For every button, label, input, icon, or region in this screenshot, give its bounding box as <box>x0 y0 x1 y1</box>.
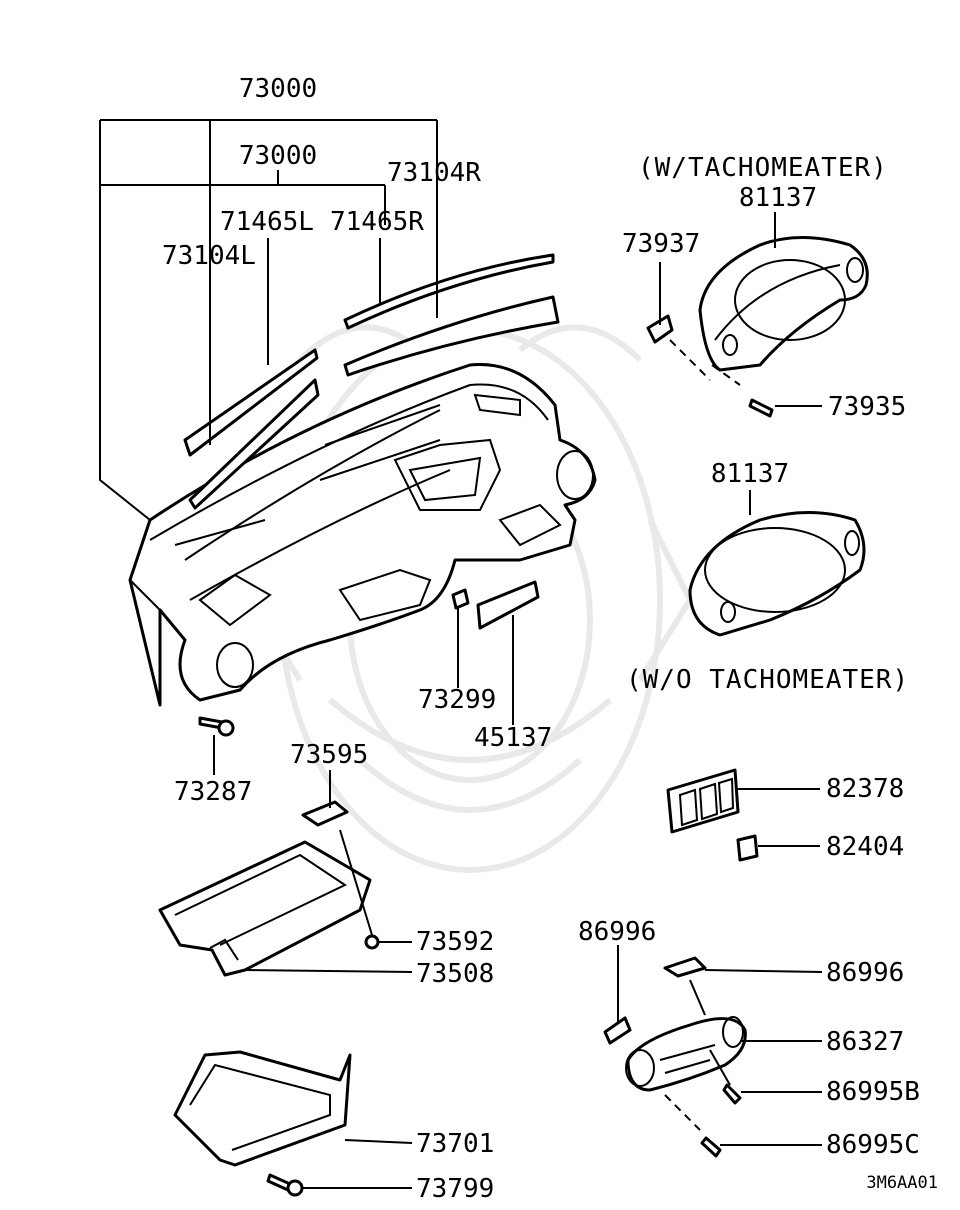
label-73104R: 73104R <box>387 158 481 188</box>
label-86995B: 86995B <box>826 1077 920 1107</box>
label-73935: 73935 <box>828 392 906 422</box>
part-labels: 73000 73000 73104R 71465L 71465R 73104L … <box>162 74 938 1204</box>
label-73592: 73592 <box>416 927 494 957</box>
note-without-tach: (W/O TACHOMEATER) <box>626 665 909 695</box>
label-81137-mid: 81137 <box>711 459 789 489</box>
clip-73937 <box>646 314 674 344</box>
screw-86995C <box>700 1136 722 1158</box>
label-81137-top: 81137 <box>739 183 817 213</box>
label-86327: 86327 <box>826 1027 904 1057</box>
clip-86996-left <box>603 1016 632 1045</box>
label-73595: 73595 <box>290 740 368 770</box>
meter-hood-81137-with-tach <box>698 236 869 372</box>
label-82404: 82404 <box>826 832 904 862</box>
note-with-tach: (W/TACHOMEATER) <box>638 153 888 183</box>
label-45137: 45137 <box>474 723 552 753</box>
label-73299: 73299 <box>418 685 496 715</box>
label-73937: 73937 <box>622 229 700 259</box>
label-73799: 73799 <box>416 1174 494 1204</box>
label-86995C: 86995C <box>826 1130 920 1160</box>
label-73508: 73508 <box>416 959 494 989</box>
label-86996-right: 86996 <box>826 958 904 988</box>
label-73701: 73701 <box>416 1129 494 1159</box>
screw-73799 <box>266 1173 304 1197</box>
label-73104L: 73104L <box>162 241 256 271</box>
label-73000-inner: 73000 <box>239 141 317 171</box>
bracket-45137 <box>476 580 540 630</box>
diagram-code: 3M6AA01 <box>866 1173 938 1193</box>
clip-73299 <box>451 588 470 610</box>
clip-86996-right <box>663 956 707 978</box>
switch-82404 <box>736 834 759 862</box>
screw-73935 <box>748 398 774 418</box>
trim-strips <box>183 253 560 510</box>
screw-73287 <box>198 716 235 737</box>
dashboard-panel <box>128 363 597 707</box>
label-73287: 73287 <box>174 777 252 807</box>
label-82378: 82378 <box>826 774 904 804</box>
switch-panel-82378 <box>666 768 740 834</box>
meter-hood-81137-without-tach <box>688 511 866 637</box>
clip-73595 <box>301 800 349 827</box>
label-71465R: 71465R <box>330 207 424 237</box>
screw-73592 <box>364 934 380 950</box>
leader-lines <box>99 119 823 1189</box>
label-73000-outer: 73000 <box>239 74 317 104</box>
under-tray-73701 <box>173 1050 352 1167</box>
heater-panel-86327 <box>625 1016 747 1092</box>
glove-box-73508 <box>158 840 372 977</box>
label-86996-left: 86996 <box>578 917 656 947</box>
screw-86995B <box>722 1083 742 1105</box>
label-71465L: 71465L <box>220 207 314 237</box>
